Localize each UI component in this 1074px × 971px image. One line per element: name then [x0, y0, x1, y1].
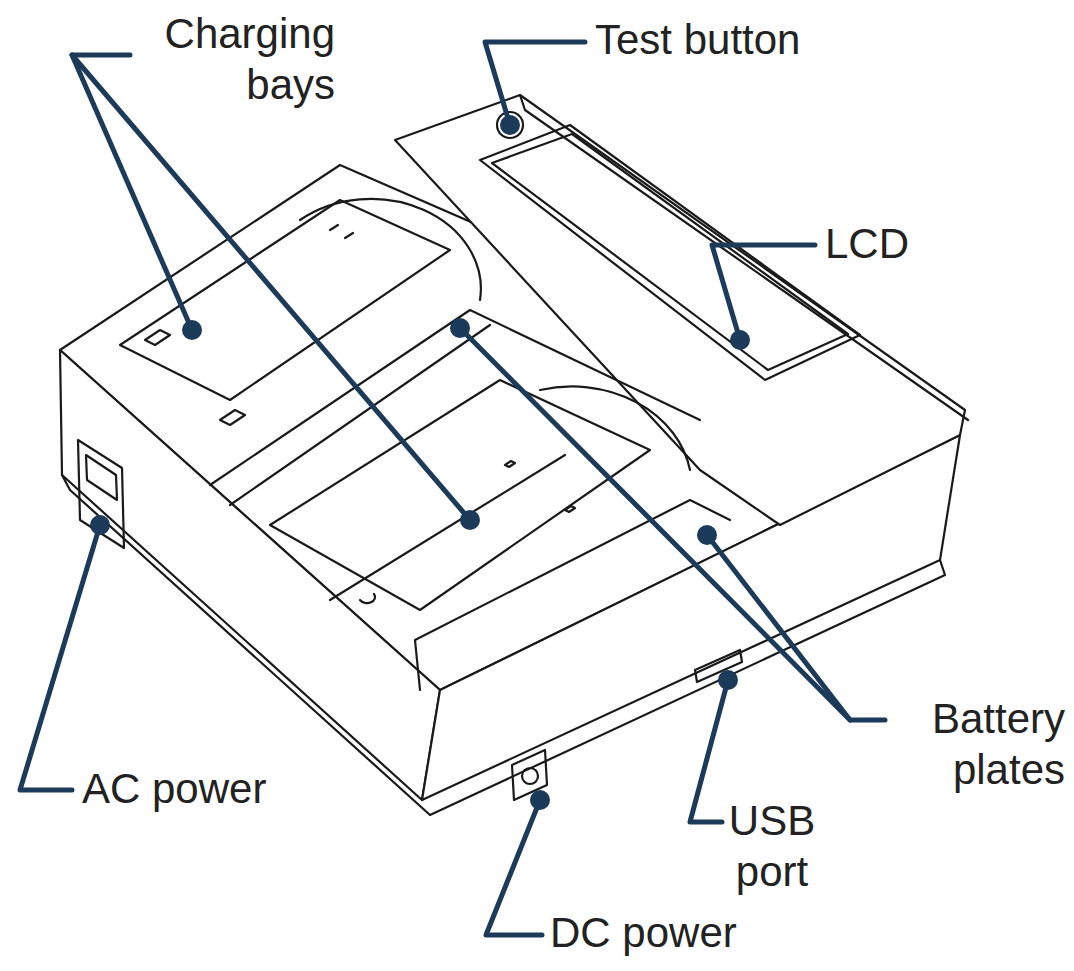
part-label: USB port — [712, 795, 832, 897]
part-label: Test button — [595, 14, 800, 65]
part-label: Battery plates — [880, 693, 1065, 795]
part-label: DC power — [550, 907, 737, 958]
part-label: Charging bays — [115, 8, 335, 110]
part-label: AC power — [82, 763, 266, 814]
part-label: LCD — [825, 218, 909, 269]
